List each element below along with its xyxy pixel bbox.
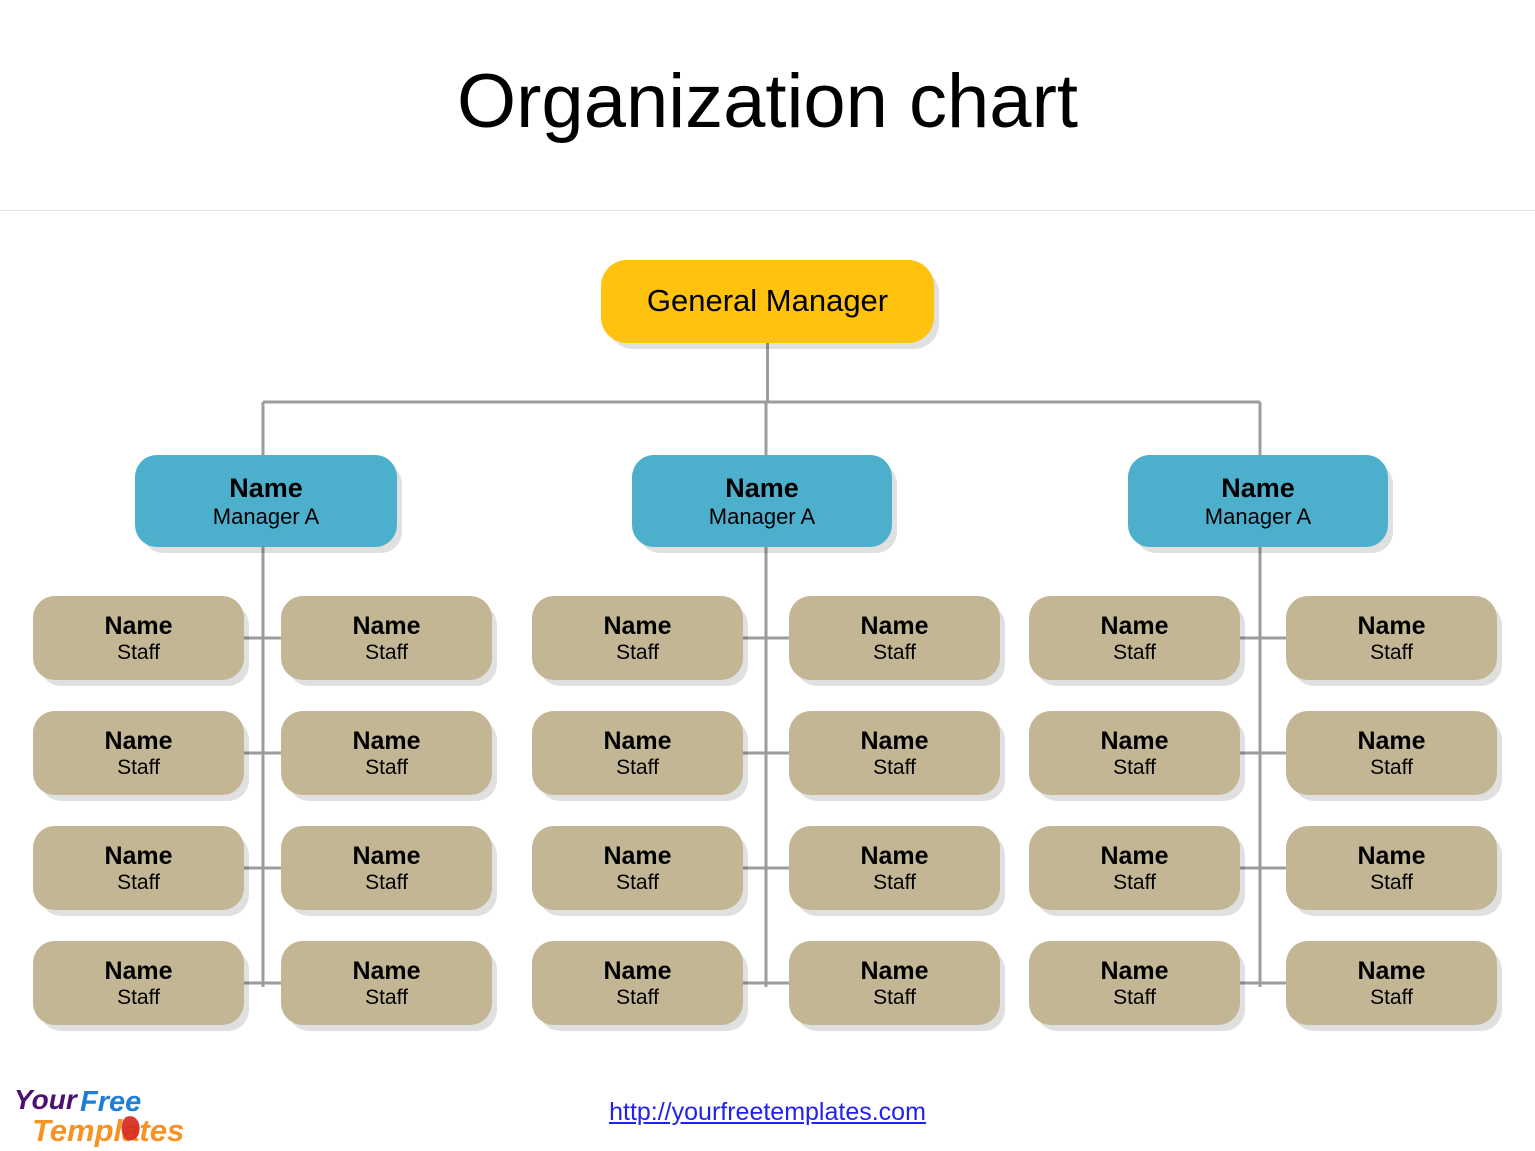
node-manager-2-title: Name xyxy=(725,472,799,503)
node-staff-2-3-left-title: Name xyxy=(603,841,672,870)
node-staff-1-1-left-title: Name xyxy=(104,611,173,640)
node-staff-3-2-right-title: Name xyxy=(1357,726,1426,755)
node-manager-3-title: Name xyxy=(1221,472,1295,503)
node-staff-3-3-left-title: Name xyxy=(1100,841,1169,870)
node-staff-1-3-right-role: Staff xyxy=(365,870,408,894)
node-staff-3-1-left-title: Name xyxy=(1100,611,1169,640)
node-staff-2-2-right-role: Staff xyxy=(873,755,916,779)
node-staff-2-4-left-title: Name xyxy=(603,956,672,985)
footer-url[interactable]: http://yourfreetemplates.com xyxy=(0,1098,1535,1127)
node-staff-1-2-left-role: Staff xyxy=(117,755,160,779)
node-staff-2-2-left-title: Name xyxy=(603,726,672,755)
page-title: Organization chart xyxy=(457,59,1078,144)
node-staff-1-1-right-role: Staff xyxy=(365,640,408,664)
node-staff-3-1-right-title: Name xyxy=(1357,611,1426,640)
node-staff-3-4-left-title: Name xyxy=(1100,956,1169,985)
node-general-manager[interactable]: General Manager xyxy=(601,260,934,343)
node-staff-2-4-right-role: Staff xyxy=(873,985,916,1009)
logo-word-your: Your xyxy=(14,1084,79,1115)
node-manager-1-title: Name xyxy=(229,472,303,503)
node-staff-1-4-left-title: Name xyxy=(104,956,173,985)
logo-word-templates: Templates xyxy=(32,1113,184,1147)
node-staff-1-2-right-role: Staff xyxy=(365,755,408,779)
node-staff-2-3-left-role: Staff xyxy=(616,870,659,894)
node-staff-2-3-right-title: Name xyxy=(860,841,929,870)
node-staff-1-3-left-title: Name xyxy=(104,841,173,870)
node-staff-3-3-right-role: Staff xyxy=(1370,870,1413,894)
node-staff-2-3-right-role: Staff xyxy=(873,870,916,894)
logo-word-free: Free xyxy=(80,1086,141,1118)
yourfreetemplates-logo: Your Free Templates xyxy=(8,1079,218,1148)
node-staff-3-4-right-title: Name xyxy=(1357,956,1426,985)
node-staff-2-1-left-title: Name xyxy=(603,611,672,640)
node-staff-1-3-left-role: Staff xyxy=(117,870,160,894)
node-staff-1-4-right-role: Staff xyxy=(365,985,408,1009)
node-staff-1-4-right-title: Name xyxy=(352,956,421,985)
node-staff-3-1-right-role: Staff xyxy=(1370,640,1413,664)
node-staff-2-4-left-role: Staff xyxy=(616,985,659,1009)
node-staff-2-1-left-role: Staff xyxy=(616,640,659,664)
node-staff-1-3-right-title: Name xyxy=(352,841,421,870)
node-staff-2-2-left-role: Staff xyxy=(616,755,659,779)
node-staff-2-1-right-role: Staff xyxy=(873,640,916,664)
node-staff-3-2-right-role: Staff xyxy=(1370,755,1413,779)
title-divider xyxy=(0,210,1535,211)
node-staff-1-2-right-title: Name xyxy=(352,726,421,755)
node-staff-2-4-right-title: Name xyxy=(860,956,929,985)
node-staff-3-3-left-role: Staff xyxy=(1113,870,1156,894)
node-staff-3-2-left-role: Staff xyxy=(1113,755,1156,779)
node-staff-1-4-left-role: Staff xyxy=(117,985,160,1009)
node-general-manager-title: General Manager xyxy=(646,283,889,319)
red-brush-stroke-icon xyxy=(121,1116,140,1141)
node-staff-1-1-left-role: Staff xyxy=(117,640,160,664)
node-staff-3-3-right-title: Name xyxy=(1357,841,1426,870)
node-manager-2-role: Manager A xyxy=(708,503,816,529)
node-staff-1-2-left-title: Name xyxy=(104,726,173,755)
node-staff-3-4-right-role: Staff xyxy=(1370,985,1413,1009)
node-manager-3-role: Manager A xyxy=(1204,503,1312,529)
node-manager-1-role: Manager A xyxy=(212,503,320,529)
node-staff-3-1-left-role: Staff xyxy=(1113,640,1156,664)
node-staff-1-1-right-title: Name xyxy=(352,611,421,640)
footer-url-link[interactable]: http://yourfreetemplates.com xyxy=(609,1098,926,1126)
node-staff-2-1-right-title: Name xyxy=(860,611,929,640)
node-staff-3-4-left-role: Staff xyxy=(1113,985,1156,1009)
node-staff-2-2-right-title: Name xyxy=(860,726,929,755)
node-staff-3-2-left-title: Name xyxy=(1100,726,1169,755)
